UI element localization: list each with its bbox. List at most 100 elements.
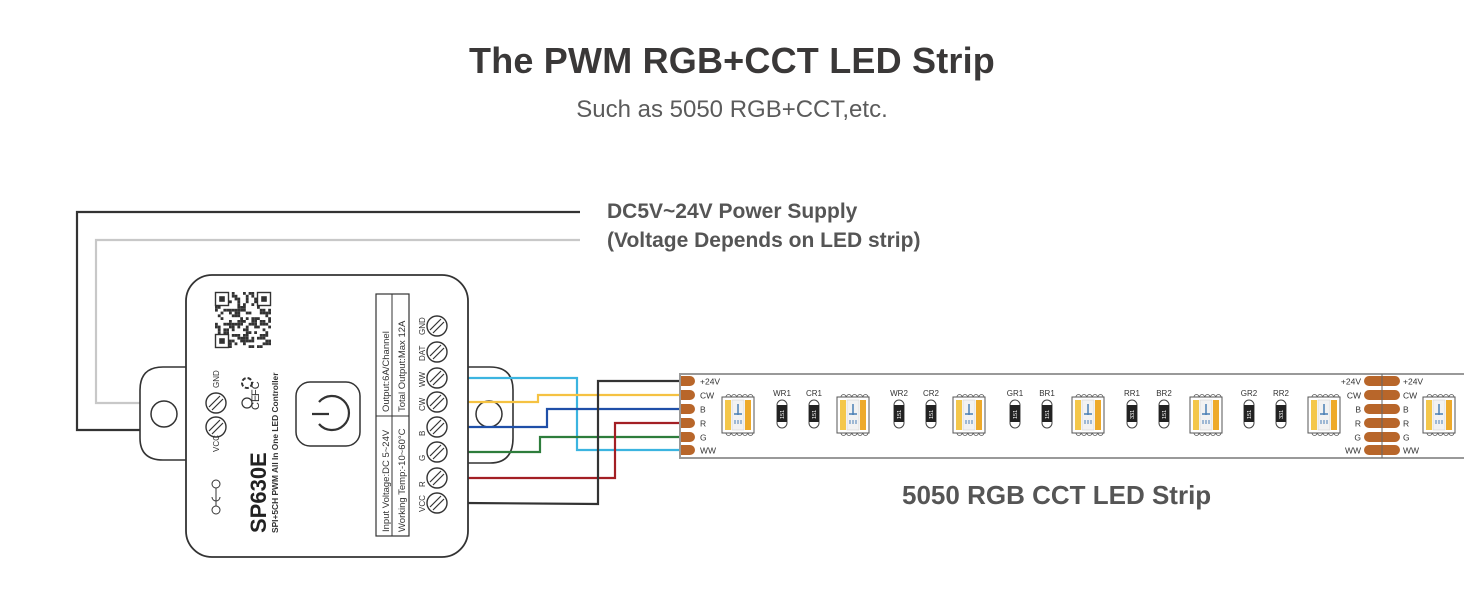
left-mounting-ear bbox=[139, 366, 190, 461]
pad-label: CW bbox=[700, 391, 714, 401]
input-label-vcc: VCC bbox=[212, 435, 221, 452]
resistor-code: 151 bbox=[780, 410, 786, 419]
recycle-icon bbox=[241, 377, 253, 389]
output-terminal-label: G bbox=[418, 455, 427, 461]
wire-ww bbox=[465, 376, 680, 452]
resistor-label: WR1 bbox=[773, 389, 791, 398]
output-terminal-dat: DAT bbox=[418, 341, 448, 363]
controller-description: SPI+5CH PWM All In One LED Controller bbox=[270, 372, 280, 533]
pad-label: +24V bbox=[1403, 377, 1423, 387]
pad-label: +24V bbox=[1341, 377, 1361, 387]
spec-output: Output:6A/Channel bbox=[381, 331, 392, 412]
power-icon bbox=[312, 394, 350, 432]
resistor-br2: BR2 151 bbox=[1156, 389, 1172, 429]
pad-label: B bbox=[1403, 405, 1409, 415]
resistor-code: 151 bbox=[1247, 410, 1253, 419]
input-terminal-vcc bbox=[205, 416, 227, 438]
pad-label: WW bbox=[1345, 446, 1361, 456]
output-terminal-label: WW bbox=[418, 371, 427, 387]
resistor-code: 151 bbox=[1045, 410, 1051, 419]
pad-label: G bbox=[700, 433, 707, 443]
pad-label: WW bbox=[1403, 446, 1419, 456]
solder-pad bbox=[681, 432, 695, 442]
spec-table: Input Voltage:DC 5~24V Working Temp:-10~… bbox=[375, 293, 410, 537]
pad-label: WW bbox=[700, 446, 716, 456]
resistor-label: GR1 bbox=[1007, 389, 1024, 398]
page-subtitle: Such as 5050 RGB+CCT,etc. bbox=[576, 96, 888, 123]
controller-model: SP630E bbox=[246, 452, 271, 533]
resistor-label: BR1 bbox=[1039, 389, 1055, 398]
wire-cw bbox=[465, 393, 680, 404]
resistor-rr2: RR2 331 bbox=[1273, 389, 1290, 429]
output-terminal-label: GND bbox=[418, 317, 427, 335]
resistor-code: 151 bbox=[1162, 410, 1168, 419]
power-supply-note: (Voltage Depends on LED strip) bbox=[607, 229, 921, 252]
qr-code bbox=[214, 291, 272, 349]
resistor-code: 151 bbox=[812, 410, 818, 419]
led-5050-chip bbox=[1422, 394, 1456, 436]
output-terminal-label: DAT bbox=[418, 345, 427, 361]
output-terminal-r: R bbox=[418, 467, 448, 489]
solder-pad bbox=[681, 445, 695, 455]
output-terminal-b: B bbox=[418, 416, 448, 438]
pad-label: G bbox=[1354, 433, 1361, 443]
pad-label: CW bbox=[1403, 391, 1417, 401]
input-label-gnd: GND bbox=[212, 370, 221, 388]
output-terminal-label: B bbox=[418, 431, 427, 436]
led-5050-chip bbox=[836, 394, 870, 436]
pad-label: R bbox=[1403, 419, 1409, 429]
pad-label: B bbox=[700, 405, 706, 415]
pad-label: R bbox=[700, 419, 706, 429]
right-mounting-ear bbox=[465, 366, 514, 464]
output-terminal-gnd: GND bbox=[418, 315, 448, 337]
solder-pad bbox=[681, 418, 695, 428]
output-terminal-vcc: VCC bbox=[418, 492, 448, 514]
pad-label: G bbox=[1403, 433, 1410, 443]
psu-positive-wire bbox=[75, 210, 580, 432]
output-terminals: GND DAT WW CW B G R VCC bbox=[418, 315, 448, 514]
solder-pad bbox=[681, 404, 695, 414]
resistor-code: 151 bbox=[929, 410, 935, 419]
wire-b bbox=[465, 407, 680, 429]
wire-r bbox=[465, 421, 680, 480]
resistor-gr2: GR2 151 bbox=[1241, 389, 1258, 429]
cert-fc: FC bbox=[250, 381, 262, 396]
pad-label: CW bbox=[1347, 391, 1361, 401]
output-terminal-label: CW bbox=[418, 397, 427, 411]
page-title: The PWM RGB+CCT LED Strip bbox=[469, 40, 995, 81]
resistor-br1: BR1 151 bbox=[1039, 389, 1055, 429]
output-terminal-label: VCC bbox=[418, 495, 427, 512]
resistor-wr1: WR1 151 bbox=[773, 389, 791, 429]
resistor-cr2: CR2 151 bbox=[923, 389, 940, 429]
pad-label: +24V bbox=[700, 377, 720, 387]
resistor-gr1: GR1 151 bbox=[1007, 389, 1024, 429]
spec-total-output: Total Output:Max 12A bbox=[397, 320, 408, 412]
led-5050-chip bbox=[721, 394, 755, 436]
led-5050-chip bbox=[1189, 394, 1223, 436]
rohs-icon bbox=[241, 397, 253, 409]
wire-vcc bbox=[464, 379, 680, 506]
power-button[interactable] bbox=[295, 381, 361, 447]
spec-working-temp: Working Temp:-10~60°C bbox=[397, 428, 408, 532]
resistor-label: BR2 bbox=[1156, 389, 1172, 398]
resistor-code: 151 bbox=[1013, 410, 1019, 419]
pad-label: B bbox=[1355, 405, 1361, 415]
resistor-label: RR2 bbox=[1273, 389, 1290, 398]
cert-ce: CE bbox=[250, 395, 262, 410]
wire-g bbox=[465, 435, 680, 454]
output-terminal-label: R bbox=[418, 481, 427, 487]
output-terminal-cw: CW bbox=[418, 391, 448, 413]
dc-jack-icon bbox=[211, 479, 221, 515]
controller-sp630e: SP630E SPI+5CH PWM All In One LED Contro… bbox=[185, 274, 469, 558]
pad-label: R bbox=[1355, 419, 1361, 429]
led-5050-chip bbox=[1071, 394, 1105, 436]
resistor-code: 331 bbox=[1279, 410, 1285, 419]
strip-label: 5050 RGB CCT LED Strip bbox=[902, 480, 1212, 510]
resistor-label: CR2 bbox=[923, 389, 940, 398]
resistor-label: GR2 bbox=[1241, 389, 1258, 398]
